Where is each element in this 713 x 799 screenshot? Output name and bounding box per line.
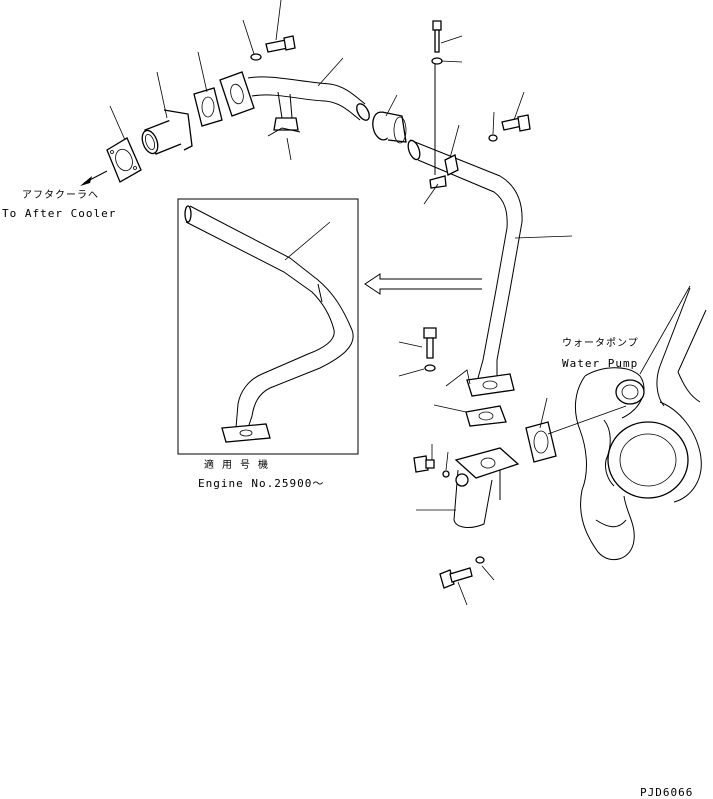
- leader-line: [242, 19, 255, 55]
- leader-line: [547, 405, 627, 435]
- after-cooler-label-en: To After Cooler: [2, 207, 117, 220]
- leader-line: [398, 341, 423, 348]
- left-arrow-icon: [364, 273, 482, 295]
- drawing-code: PJD6066: [640, 786, 694, 799]
- leader-line: [492, 111, 495, 135]
- serial-label-jp: 適 用 号 機: [204, 460, 270, 471]
- bolt-top: [431, 20, 443, 65]
- leader-line: [433, 404, 467, 413]
- leader-line: [109, 105, 126, 141]
- gasket-lower: [465, 405, 507, 427]
- gasket-aftercooler: [106, 137, 142, 183]
- bolt-lower-left: [423, 327, 437, 372]
- leader-line: [539, 397, 548, 429]
- leader-line: [440, 60, 463, 63]
- gasket-2: [193, 87, 223, 127]
- hose-clamp: [372, 111, 407, 144]
- leader-line: [457, 581, 468, 606]
- elbow-housing: [453, 447, 520, 528]
- inset-box: [177, 198, 359, 455]
- bolt-right: [488, 114, 531, 142]
- leader-line: [449, 124, 460, 159]
- leader-line: [445, 369, 471, 387]
- leader-line: [156, 71, 168, 119]
- leader-line: [514, 235, 573, 239]
- leader-line: [513, 91, 525, 121]
- leader-line: [385, 94, 398, 117]
- leader-line: [398, 368, 425, 377]
- upper-pipe: [219, 71, 370, 137]
- leader-line: [286, 137, 292, 161]
- leader-line: [639, 285, 691, 375]
- arrow-to-after-cooler: [80, 170, 108, 186]
- bolt-bottom: [439, 556, 485, 589]
- water-pump: [574, 287, 707, 561]
- bracket: [429, 62, 459, 189]
- main-pipe: [407, 139, 523, 397]
- water-pump-label-jp: ウォータポンプ: [562, 338, 639, 349]
- after-cooler-label-jp: アフタクーラへ: [22, 190, 99, 201]
- leader-line: [317, 57, 344, 87]
- serial-label-en: Engine No.25900～: [198, 477, 325, 490]
- water-pump-label-en: Water Pump: [562, 357, 639, 370]
- leader-line: [423, 183, 439, 205]
- plug: [413, 455, 450, 478]
- bolt-upper: [250, 35, 296, 61]
- leader-line: [481, 565, 495, 581]
- leader-line: [197, 51, 208, 93]
- leader-line: [440, 35, 463, 44]
- connector-sleeve: [141, 109, 193, 155]
- leader-line: [284, 221, 331, 261]
- gasket-water-pump: [525, 421, 557, 463]
- leader-line: [445, 451, 449, 471]
- leader-line: [275, 0, 282, 41]
